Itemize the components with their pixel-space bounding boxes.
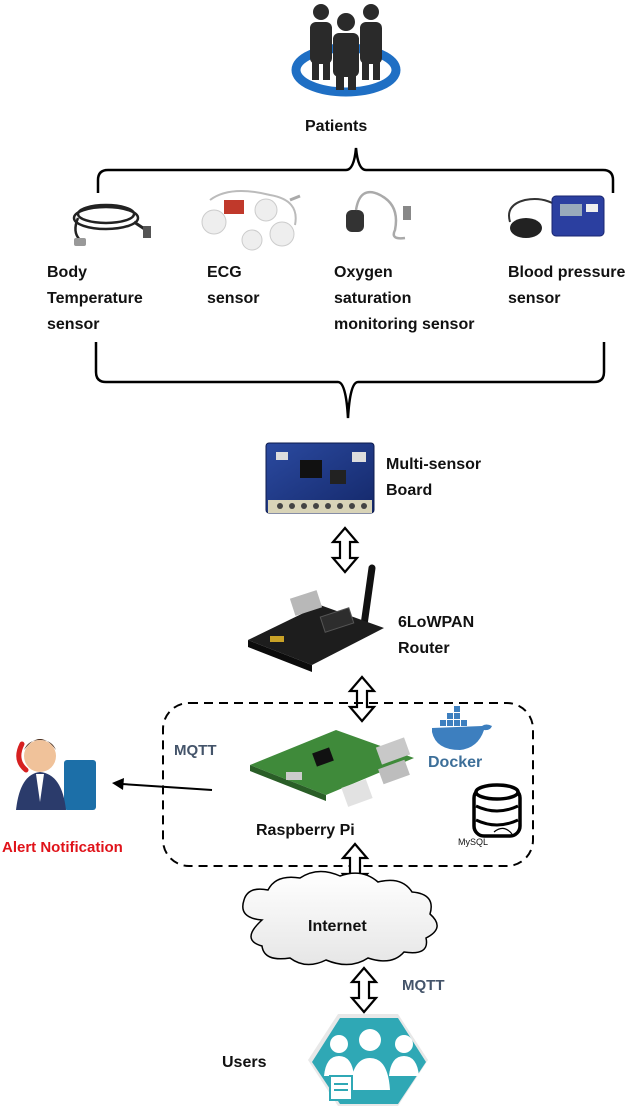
top-brace: [96, 147, 615, 193]
mysql-label: MySQL: [458, 837, 489, 847]
alert-arrow: [121, 783, 213, 791]
docker-label: Docker: [428, 754, 483, 771]
temperature-probe-icon: [72, 203, 151, 246]
router-gateway-arrow: [348, 675, 376, 723]
multi-sensor-board-image: [265, 442, 375, 514]
users-label: Users: [222, 1054, 267, 1071]
raspberry-pi-label: Raspberry Pi: [256, 822, 355, 839]
users-mqtt-label: MQTT: [402, 977, 445, 994]
internet-label: Internet: [308, 918, 367, 935]
internet-users-arrow: [350, 966, 378, 1014]
patients-group-icon: [291, 4, 401, 97]
alert-notification-label: Alert Notification: [2, 839, 123, 856]
medical-staff-icon: [308, 1014, 428, 1106]
mysql-database-icon: [472, 783, 522, 838]
bottom-brace: [94, 342, 606, 419]
patients-label: Patients: [305, 118, 368, 135]
ecg-electrodes-icon: [201, 190, 301, 251]
gateway-boundary: [162, 702, 534, 867]
pulse-oximeter-icon: [346, 190, 411, 240]
blood-pressure-cuff-icon: [508, 195, 605, 238]
gateway-mqtt-label: MQTT: [174, 742, 217, 759]
router-image: [248, 564, 384, 672]
internet-cloud: [242, 870, 438, 966]
operator-phone-icon: [16, 739, 96, 810]
raspberry-pi-image: [250, 730, 414, 807]
alert-arrowhead: [112, 778, 124, 790]
docker-icon: [432, 706, 492, 750]
board-router-arrow: [331, 526, 359, 574]
